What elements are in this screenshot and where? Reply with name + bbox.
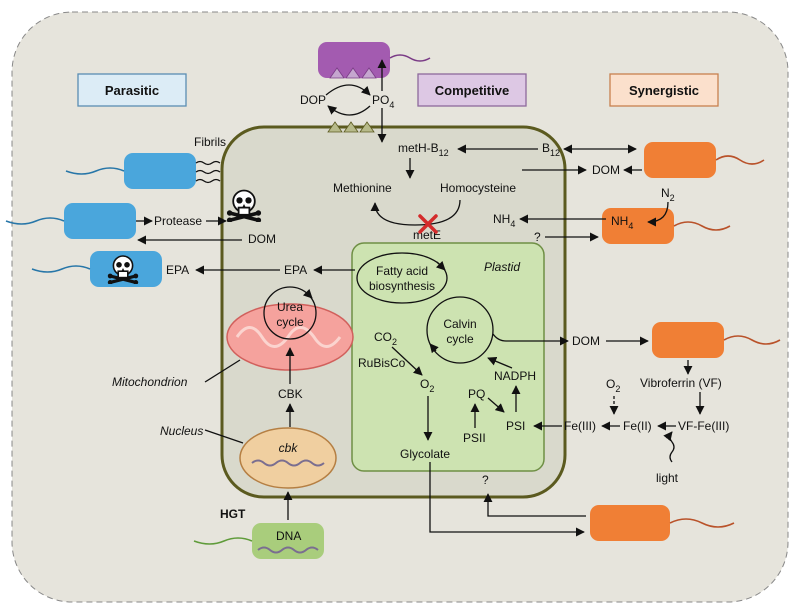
synergistic-bacterium-1 bbox=[644, 142, 716, 178]
pq-label: PQ bbox=[468, 387, 485, 401]
synergistic-header: Synergistic bbox=[629, 83, 699, 98]
parasitic-bacterium-2 bbox=[64, 203, 136, 239]
synergistic-bacterium-3 bbox=[652, 322, 724, 358]
fe3-label: Fe(III) bbox=[564, 419, 596, 433]
nucleus-dna bbox=[251, 459, 325, 467]
plastid-label: Plastid bbox=[484, 260, 520, 274]
synergistic-bacterium-4 bbox=[590, 505, 670, 541]
psii-label: PSII bbox=[463, 431, 486, 445]
calvin-label: Calvin bbox=[443, 317, 476, 331]
calvin-cycle bbox=[426, 296, 494, 364]
nucleus bbox=[239, 427, 337, 489]
rubisco-label: RuBisCo bbox=[358, 356, 406, 370]
nh4-in-label: NH4 bbox=[611, 214, 633, 231]
meth-b12-label: metH-B12 bbox=[398, 141, 449, 158]
dom-right-label: DOM bbox=[572, 334, 600, 348]
parasitic-bacterium-1 bbox=[124, 153, 196, 189]
nucleus-label: Nucleus bbox=[160, 424, 203, 438]
question-1-label: ? bbox=[534, 230, 541, 244]
nh4-out-label: NH4 bbox=[493, 212, 515, 229]
methionine-cycle bbox=[370, 199, 461, 226]
synergistic-bacterium-2 bbox=[602, 208, 674, 244]
competitive-header-box bbox=[417, 73, 527, 107]
parasitic-header: Parasitic bbox=[105, 83, 159, 98]
fe2-label: Fe(II) bbox=[623, 419, 652, 433]
biosynthesis-label: biosynthesis bbox=[369, 279, 435, 293]
methionine-label: Methionine bbox=[333, 181, 392, 195]
light-label: light bbox=[656, 471, 679, 485]
urea-cycle-label: cycle bbox=[276, 315, 304, 329]
dna-label: DNA bbox=[276, 529, 301, 543]
epa-cell-label: EPA bbox=[284, 263, 307, 277]
question-2-label: ? bbox=[482, 473, 489, 487]
fibrils bbox=[195, 160, 221, 184]
fatty-acid-label: Fatty acid bbox=[376, 264, 428, 278]
fatty-acid-biosynthesis-cycle bbox=[356, 252, 448, 304]
epa-bacterium-label: EPA bbox=[166, 263, 189, 277]
po4-label: PO4 bbox=[372, 93, 394, 110]
protease-label: Protease bbox=[154, 214, 202, 228]
light-squiggle bbox=[663, 431, 675, 463]
parasitic-header-box bbox=[77, 73, 187, 107]
synergistic-header-box bbox=[609, 73, 719, 107]
dop-label: DOP bbox=[300, 93, 326, 107]
competitive-header: Competitive bbox=[435, 83, 509, 98]
dom-synergy-label: DOM bbox=[592, 163, 620, 177]
mitochondrion-label: Mitochondrion bbox=[112, 375, 188, 389]
hgt-label: HGT bbox=[220, 507, 246, 521]
co2-label: CO2 bbox=[374, 330, 397, 347]
psi-label: PSI bbox=[506, 419, 525, 433]
mete-inhibition-mark bbox=[418, 214, 438, 234]
homocysteine-label: Homocysteine bbox=[440, 181, 516, 195]
cbk-protein-label: CBK bbox=[278, 387, 303, 401]
plastid bbox=[351, 242, 545, 472]
glycolate-label: Glycolate bbox=[400, 447, 450, 461]
mete-label: metE bbox=[413, 228, 441, 242]
vf-fe3-label: VF-Fe(III) bbox=[678, 419, 729, 433]
urea-label: Urea bbox=[277, 300, 303, 314]
urea-cycle bbox=[263, 286, 317, 340]
nadph-label: NADPH bbox=[494, 369, 536, 383]
vibroferrin-label: Vibroferrin (VF) bbox=[640, 376, 722, 390]
calvin-cycle-label: cycle bbox=[446, 332, 474, 346]
dom-left-label: DOM bbox=[248, 232, 276, 246]
cbk-gene-label: cbk bbox=[279, 441, 299, 455]
fibrils-label: Fibrils bbox=[194, 135, 226, 149]
